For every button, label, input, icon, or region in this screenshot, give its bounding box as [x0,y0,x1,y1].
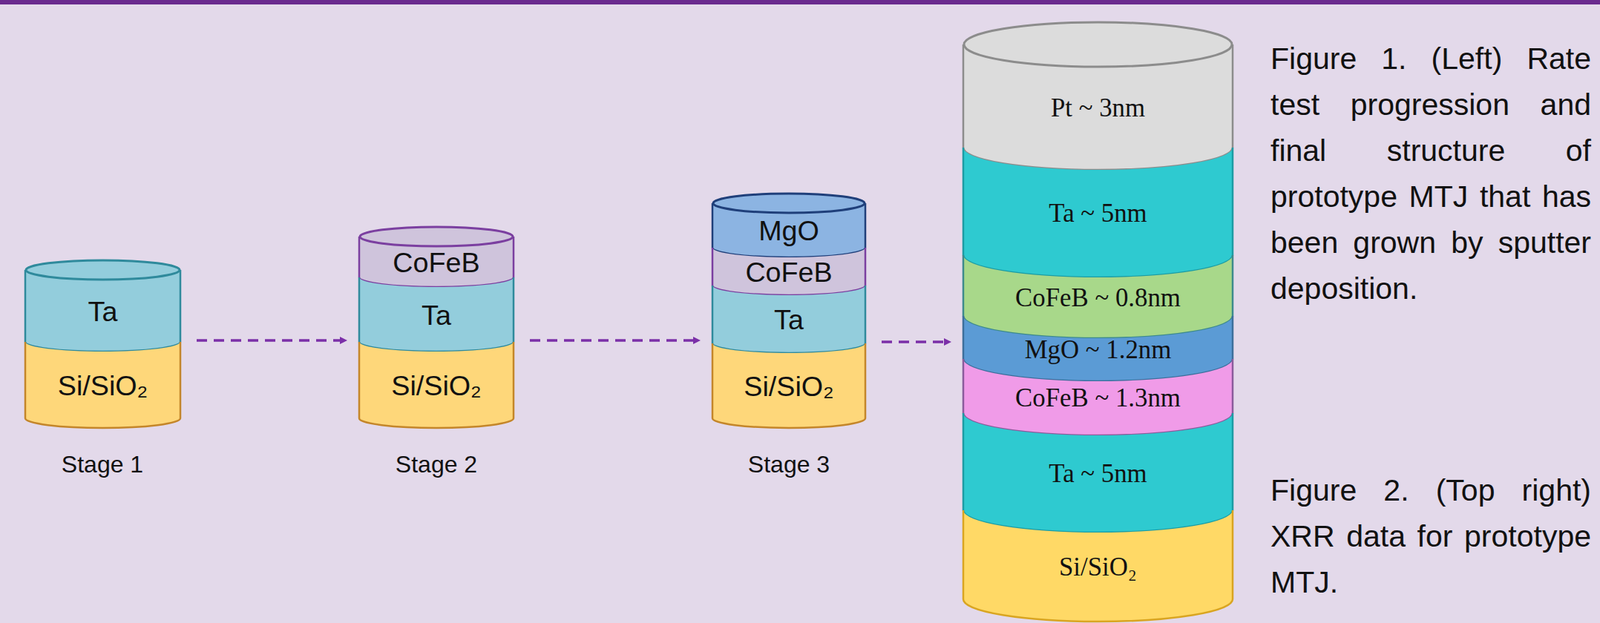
layer-label: CoFeB ~ 0.8nm [963,283,1233,314]
layer-segment: Ta [712,285,866,344]
cylinder-top [359,227,513,247]
cylinder-body [712,285,866,354]
cylinder-outline [963,359,1233,436]
dashed-arrow [881,340,950,344]
cylinder-outline [712,247,866,296]
layer-label: Ta ~ 5nm [963,459,1233,490]
cylinder-outline [25,342,181,429]
cylinder-outline [712,285,866,354]
layer-label: Ta [359,299,514,331]
layer-label: Si/SiO₂ [712,370,866,403]
cylinder-top [964,22,1232,67]
dashed-arrow [196,339,346,343]
layer-segment: CoFeB ~ 1.3nm [963,359,1233,414]
layer-label: Si/SiO₂ [25,369,181,402]
cylinder-top [25,260,180,280]
layer-label: CoFeB [359,246,514,279]
layer-segment: Si/SiO₂ [712,343,866,419]
layer-label: Si/SiO₂ [963,552,1233,583]
layer-label: CoFeB [712,256,866,288]
cylinder-outline [359,277,514,352]
cylinder-body [25,270,181,352]
cylinder-body [359,342,514,429]
layer-segment: CoFeB [712,247,866,286]
cylinder-outline [963,147,1233,278]
cylinder-body [963,147,1233,278]
layer-label: Pt ~ 3nm [963,93,1233,124]
cylinder-body [712,343,866,429]
figure-caption: Figure 1. (Left) Rate test progression a… [1270,35,1592,312]
layer-label: Ta [25,295,181,328]
layer-segment: Si/SiO₂ [359,342,514,419]
figure-caption: Figure 2. (Top right) XRR data for proto… [1270,467,1592,606]
cylinder-body [963,413,1233,533]
cylinder-outline [963,413,1233,533]
layer-label: Si/SiO₂ [359,369,514,402]
cylinder-body [963,316,1233,382]
cylinder-outline [963,510,1233,622]
layer-label: MgO [712,215,866,248]
dashed-arrow [529,339,700,343]
cylinder-outline [963,255,1233,339]
cylinder-body [963,359,1233,436]
cylinder-body [712,247,866,296]
layer-segment: Ta ~ 5nm [963,147,1233,256]
stage-label: Stage 1 [61,451,144,479]
cylinder-outline [359,342,514,429]
layer-segment: Si/SiO₂ [963,510,1233,600]
layer-segment: Ta [25,270,181,343]
cylinder-top [713,193,865,213]
cylinder-body [359,277,514,352]
stage-label: Stage 3 [748,451,830,479]
layer-segment: Ta [359,277,514,343]
cylinder-outline [963,316,1233,382]
layer-segment: MgO ~ 1.2nm [963,316,1233,360]
layer-segment: Ta ~ 5nm [963,413,1233,511]
layer-label: Ta ~ 5nm [963,198,1233,229]
cylinder-body [963,255,1233,339]
layer-segment: CoFeB [359,236,514,278]
layer-segment: MgO [712,203,866,248]
layer-label: CoFeB ~ 1.3nm [963,383,1233,414]
layer-label: Ta [712,304,866,337]
cylinder-body [963,510,1233,622]
layer-label: MgO ~ 1.2nm [963,335,1233,366]
layer-segment: CoFeB ~ 0.8nm [963,255,1233,317]
stage-label: Stage 2 [395,451,478,479]
cylinder-outline [712,343,866,429]
cylinder-outline [25,270,181,352]
layer-segment: Pt ~ 3nm [963,44,1233,148]
top-bar [0,0,1600,5]
layer-segment: Si/SiO₂ [25,342,181,419]
cylinder-body [25,342,181,429]
